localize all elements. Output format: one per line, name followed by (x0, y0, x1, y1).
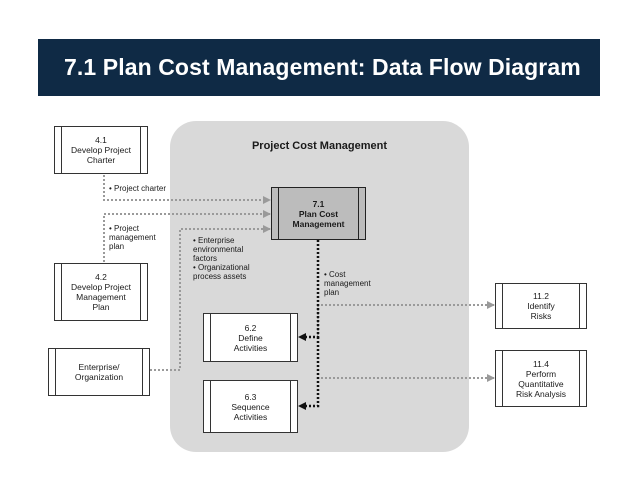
panel-title: Project Cost Management (251, 140, 388, 152)
flow-cost-plan-114 (317, 305, 495, 382)
process-4-2-label: Develop Project Management Plan (70, 282, 131, 312)
process-7-1: 7.1 Plan Cost Management (271, 187, 366, 240)
flow-eef-opa (150, 225, 271, 371)
flow-pm-plan (103, 210, 271, 262)
flow-project-charter (103, 175, 271, 204)
process-6-3: 6.3 Sequence Activities (203, 380, 298, 433)
flow-label-pm-plan: • Project management plan (109, 224, 156, 251)
flow-label-cost-plan: • Cost management plan (324, 270, 371, 297)
process-4-2-number: 4.2 (95, 272, 107, 282)
process-6-2: 6.2 Define Activities (203, 313, 298, 362)
process-4-1: 4.1 Develop Project Charter (54, 126, 148, 174)
process-7-1-label: Plan Cost Management (292, 208, 345, 229)
process-11-2-number: 11.2 (533, 291, 549, 301)
flow-cost-plan-62 (298, 240, 320, 341)
process-11-2-label: Identify Risks (527, 301, 555, 321)
slide-title: 7.1 Plan Cost Management: Data Flow Diag… (64, 54, 581, 80)
process-11-4: 11.4 Perform Quantitative Risk Analysis (495, 350, 587, 407)
process-6-3-label: Sequence Activities (231, 401, 270, 422)
flow-label-project-charter: • Project charter (109, 184, 167, 193)
title-bar: 7.1 Plan Cost Management: Data Flow Diag… (38, 39, 600, 96)
flow-cost-plan-63 (298, 337, 320, 410)
process-6-2-label: Define Activities (233, 332, 268, 353)
process-4-1-label: Develop Project Charter (70, 145, 131, 165)
process-4-2: 4.2 Develop Project Management Plan (54, 263, 148, 321)
process-11-4-label: Perform Quantitative Risk Analysis (515, 368, 567, 399)
process-7-1-number: 7.1 (312, 198, 325, 209)
flow-label-eef-opa: • Enterprise environmental factors • Org… (193, 236, 250, 281)
enterprise-organization-label: Enterprise/ Organization (74, 362, 124, 382)
process-11-2: 11.2 Identify Risks (495, 283, 587, 329)
process-4-1-number: 4.1 (95, 135, 107, 145)
process-6-3-number: 6.3 (244, 391, 257, 402)
process-6-2-number: 6.2 (244, 322, 257, 333)
enterprise-organization: Enterprise/ Organization (48, 348, 150, 396)
process-11-4-number: 11.4 (533, 358, 549, 369)
